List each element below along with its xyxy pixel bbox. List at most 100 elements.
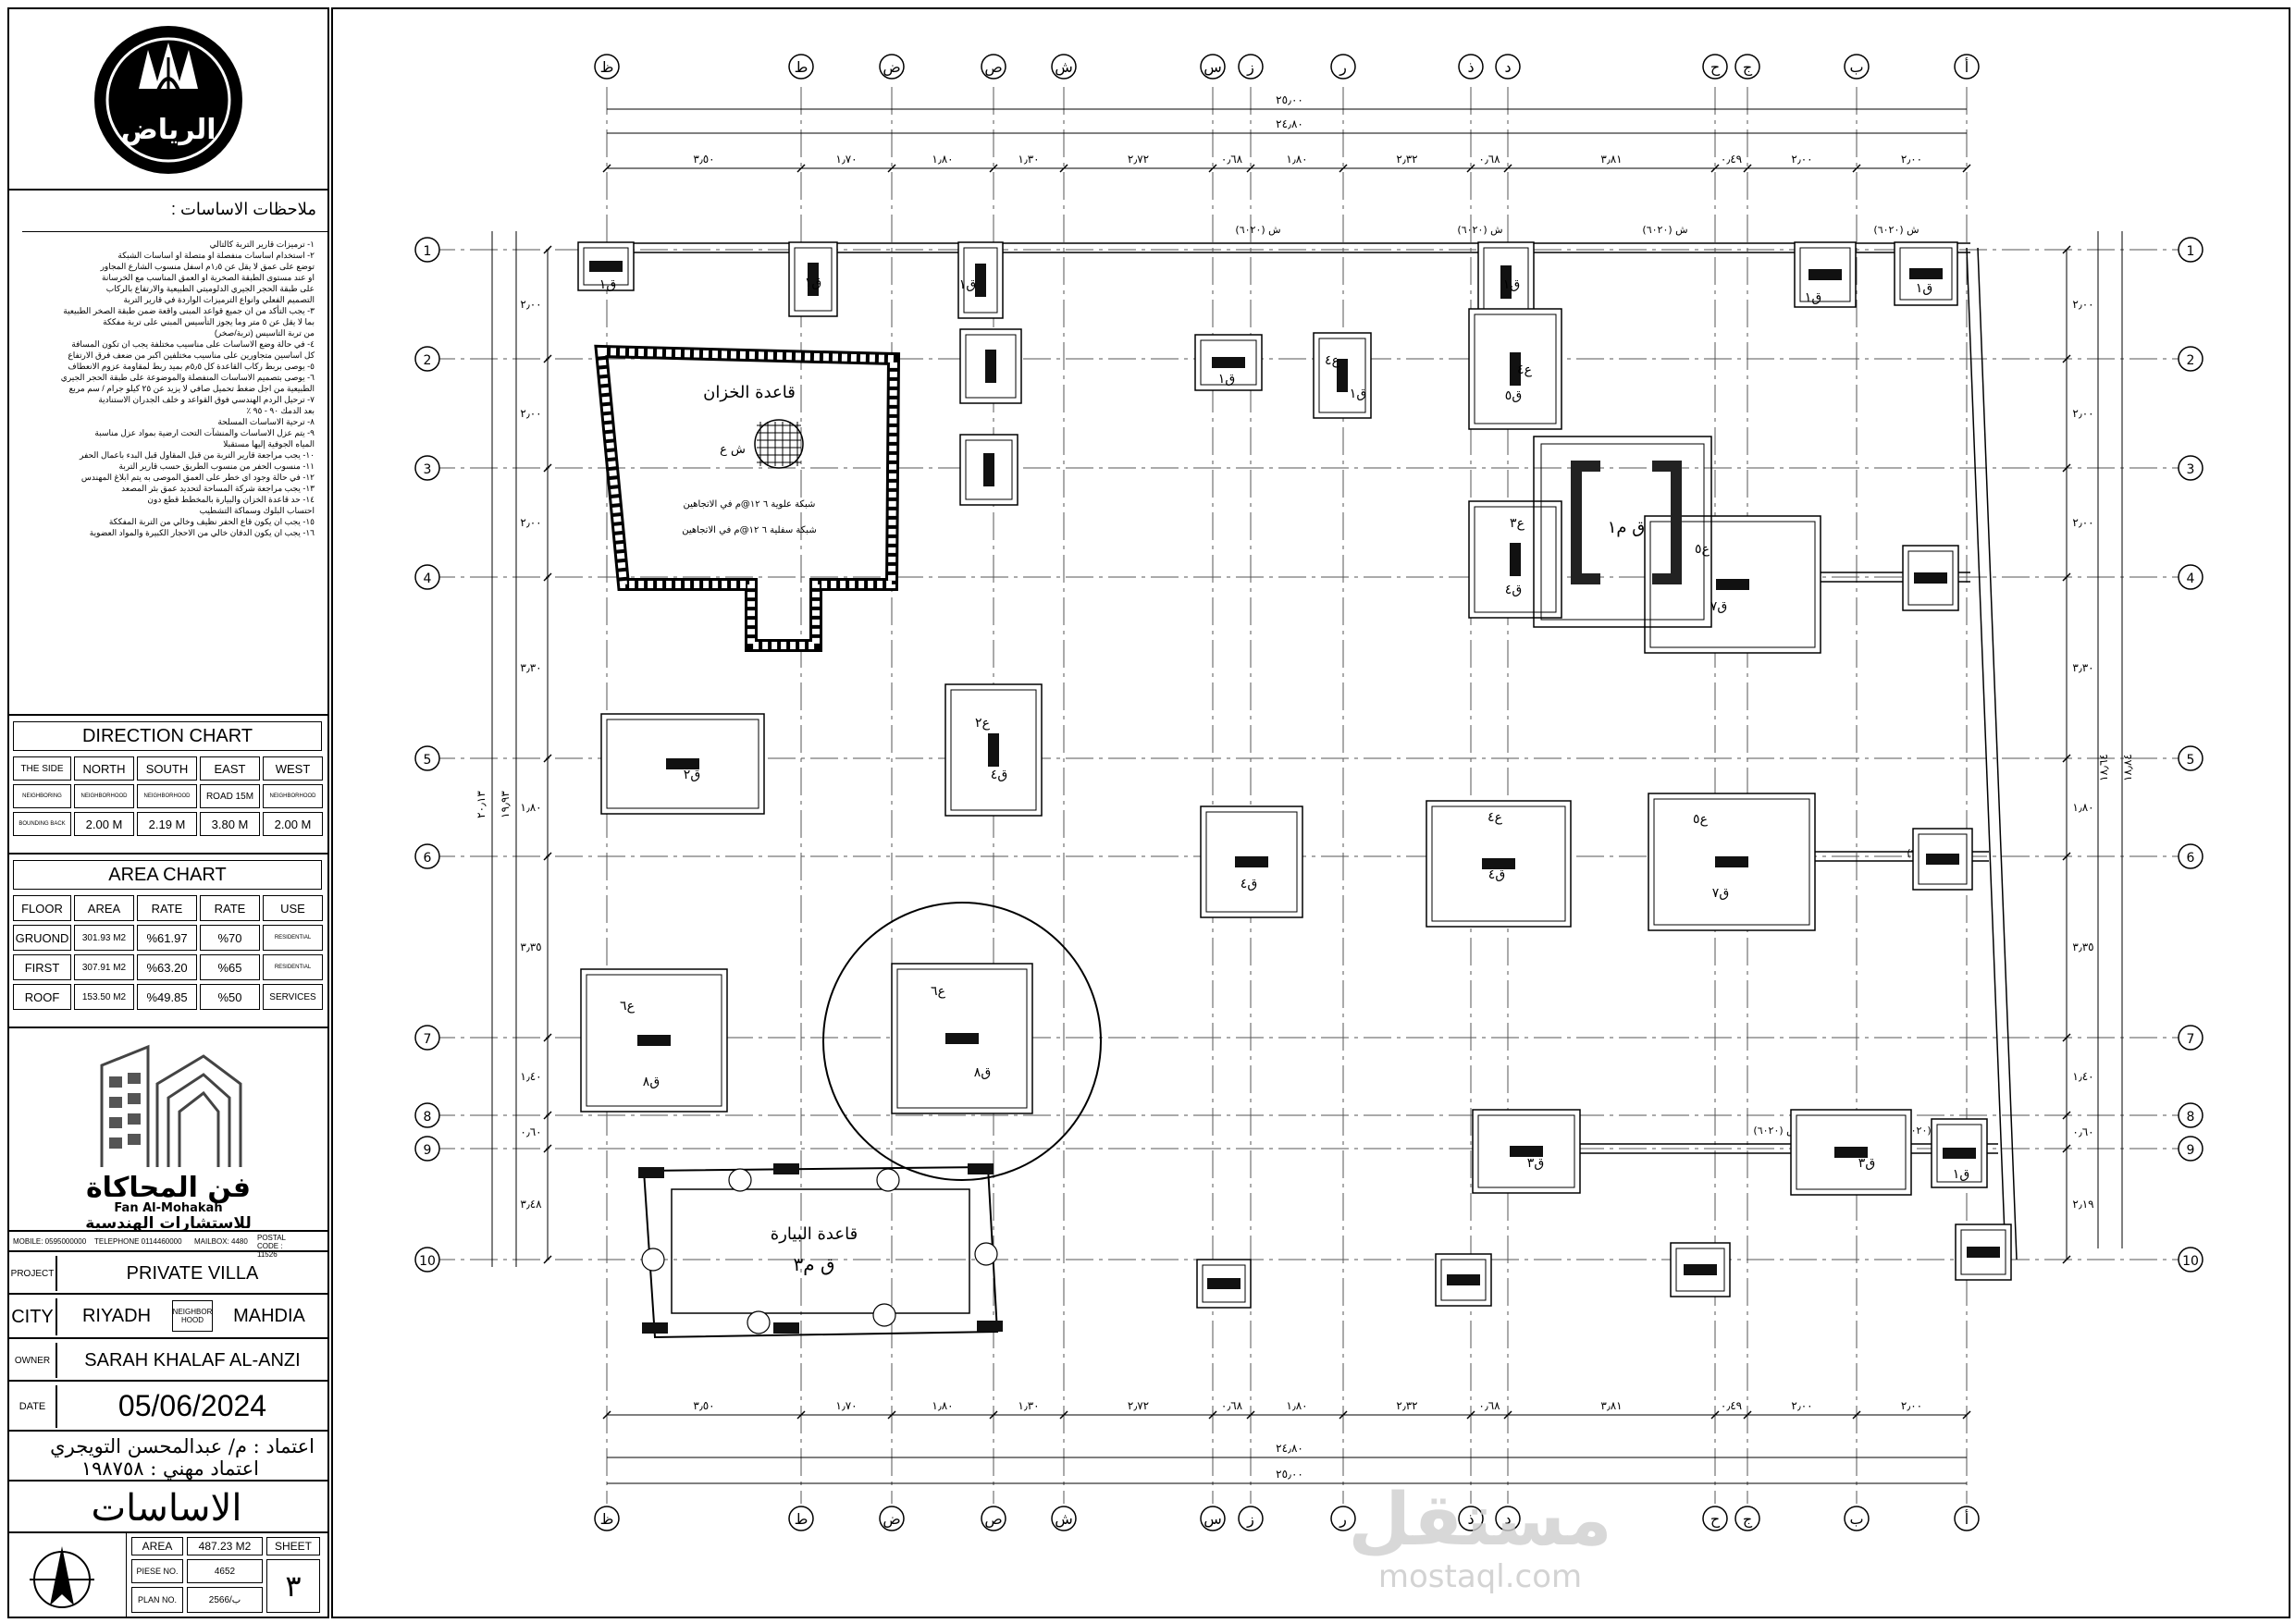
dimension-tick [543,245,552,254]
footing-label: ق٢ [684,768,700,782]
dimension-tick [543,1033,552,1042]
dimension-text: ١٫٨٠ [520,801,541,814]
dimension-text: ١٫٨٠ [1286,1399,1307,1412]
footing-inner [1474,314,1557,424]
axis-label-col: ب [1849,58,1863,76]
company-logo-area: فن المحاكاة Fan Al-Mohakah للاستشارات ال… [9,1028,327,1233]
septic-column [773,1163,799,1174]
table-header-cell: SOUTH [137,756,197,781]
axis-label-col: ظ [600,1510,614,1528]
table-cell: RESIDENTIAL [263,925,323,951]
dimension-tick [1852,164,1861,173]
contact-telephone: TELEPHONE 0114460000 [94,1237,182,1246]
dimension-tick [1208,164,1217,173]
axis-label-row: 4 [424,572,432,586]
column [1716,579,1749,590]
table-header-cell: RATE [200,895,260,921]
footing-label: ق٨ [974,1065,991,1080]
dimension-tick [1059,164,1068,173]
dimension-tick [1503,164,1512,173]
footing-label: ق١ [959,277,976,292]
plan-label: PLAN NO. [131,1587,183,1613]
axis-bubble [414,455,440,481]
axis-bubble [2178,745,2203,771]
dimension-text: ٠٫٤٩ [1721,153,1742,166]
dimension-text: ٢٠٫١٣ [475,791,488,818]
company-tagline: للاستشارات الهندسية [85,1214,251,1232]
table-header-cell: NORTH [74,756,134,781]
column [1715,856,1748,867]
logo-text: الرياض [120,114,216,146]
axis-bubble [1238,1506,1264,1531]
column [1447,1274,1480,1285]
note-line: التصميم الفعلي وانواع الترميزات الواردة … [123,295,315,304]
axis-label-col: ش [1055,1510,1073,1528]
footing-inner [1653,798,1810,926]
axis-bubble [788,1506,814,1531]
table-cell: %50 [200,984,260,1010]
axis-label-col: د [1504,1510,1511,1528]
dimension-text: ١٩٫٩٣ [499,791,512,818]
footing-inner [965,334,1017,399]
column [1510,352,1521,386]
axis-bubble [414,237,440,263]
footing-inner [583,247,629,286]
axis-bubble [1954,1506,1980,1531]
column [985,350,996,383]
column [1967,1247,2000,1258]
dimension-tick [2062,852,2071,861]
dimension-tick [2062,754,2071,763]
footing-inner [1205,811,1298,913]
septic-column [773,1322,799,1334]
table-cell: NEIGHBORHOOD [137,784,197,808]
column [1914,572,1947,584]
dimension-text: ٢٫٠٠ [2072,298,2093,311]
note-line: ٥- يوصى بربط ركاب القاعدة كل ٥٫٥م بميد ر… [68,362,315,371]
axis-bubble [414,346,440,372]
column [1482,858,1515,869]
dimension-tick [1743,164,1752,173]
dimension-text: ١٫٧٠ [835,1399,857,1412]
septic-column [638,1167,664,1178]
project-row: PROJECT PRIVATE VILLA [9,1252,327,1295]
dimension-tick [543,1144,552,1153]
table-cell: %63.20 [137,954,197,980]
axis-bubble [2178,1136,2203,1162]
column [1684,1264,1717,1275]
pile-marker [641,1248,665,1272]
dimension-text: ٢٤٫٨٠ [1276,117,1303,130]
dimension-tick [2062,1255,2071,1264]
note-line: على طبقة الحجر الجيري الدلوميتي الطبيعية… [105,284,315,293]
dimension-tick [1962,164,1971,173]
beam-label: ش (٦٠٢٠) [1235,224,1280,236]
project-value: PRIVATE VILLA [126,1263,259,1284]
axis-bubble [2178,455,2203,481]
approval-row: اعتماد : م/ عبدالمحسن التويجري اعتماد مه… [9,1432,327,1482]
dimension-tick [1466,1410,1475,1420]
table-header-cell: EAST [200,756,260,781]
table-header-cell: AREA [74,895,134,921]
axis-label-row: 6 [2187,851,2195,866]
axis-label-col: ر [1339,1510,1347,1529]
septic-inner [671,1188,970,1314]
table-header-cell: RATE [137,895,197,921]
dimension-text: ٠٫٤٩ [1721,1399,1742,1412]
note-line: او عند مستوى الطبقة الصخرية او العمق الم… [102,273,315,282]
table-cell: RESIDENTIAL [263,954,323,980]
dimension-tick [887,164,896,173]
dimension-tick [2062,1111,2071,1120]
axis-bubble [2178,346,2203,372]
footing-label: ق١ [599,277,616,292]
footing-inner [1796,1114,1907,1190]
axis-bubble [1844,1506,1870,1531]
dimension-tick [602,164,611,173]
axis-bubble [1051,54,1077,80]
dimension-text: ١٨٫٦٤ [2097,754,2110,781]
dimension-text: ٢٥٫٠٠ [1276,1468,1303,1481]
note-line: ٢- استخدام اساسات منفصلة او متصلة او اسا… [117,251,315,260]
note-line: ١٠- يجب مراجعة قارير التربة من قبل المقا… [79,450,315,460]
footing-label: ق١ [1503,277,1520,292]
dimension-text: ١٫٨٠ [932,1399,953,1412]
pile-marker [728,1168,752,1192]
